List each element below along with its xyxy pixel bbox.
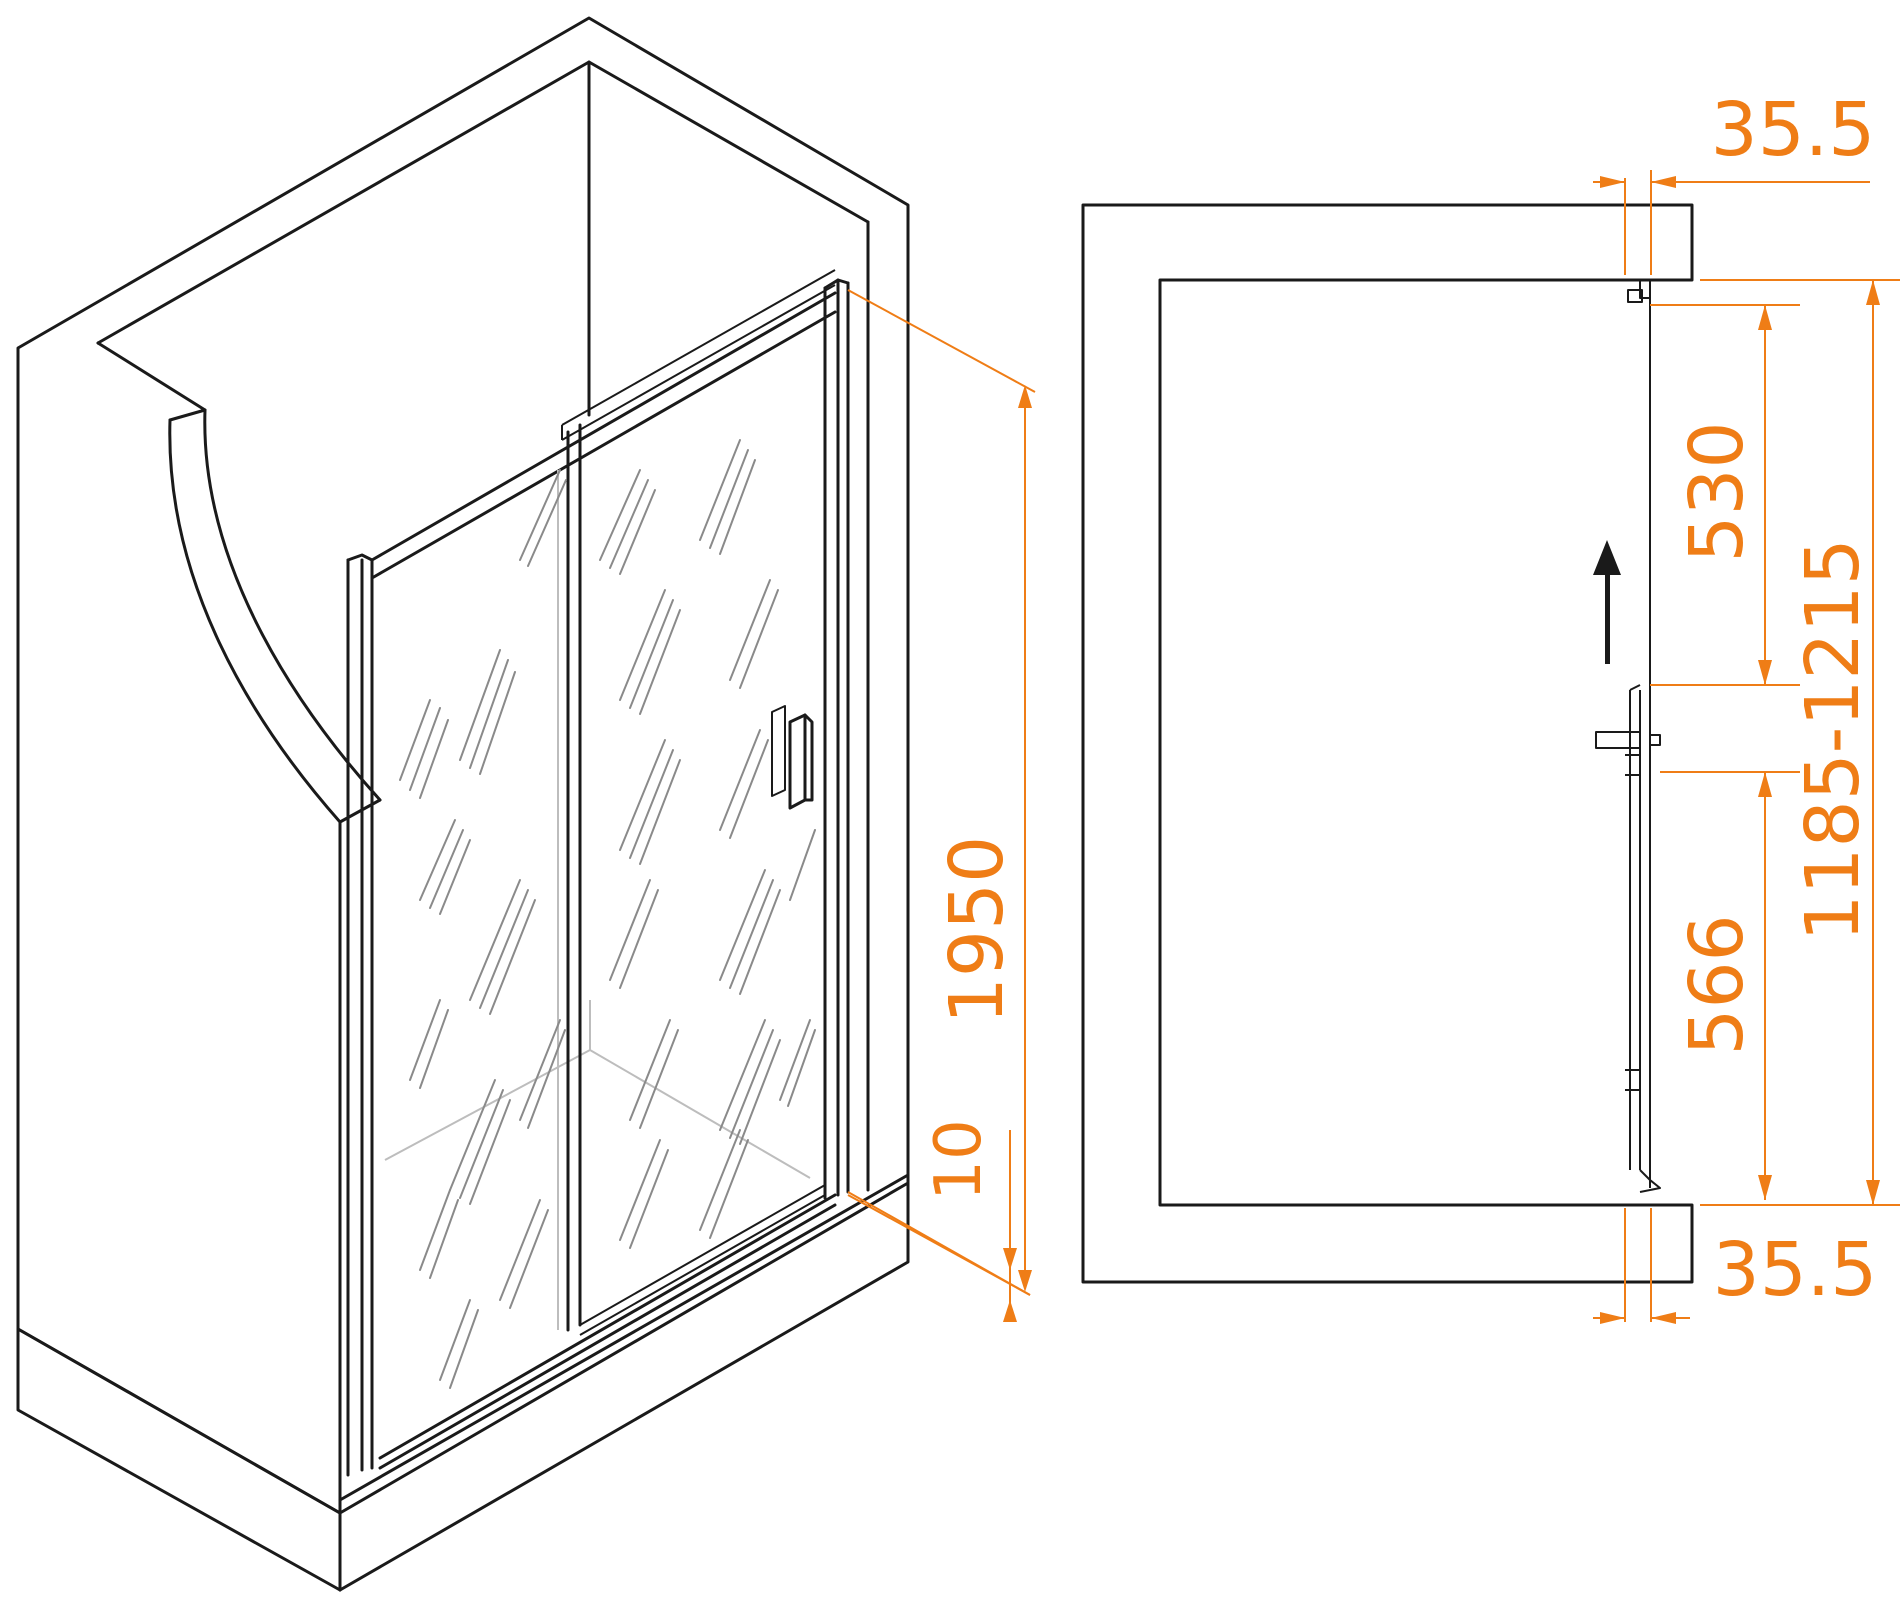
wall-top-label: 35.5 [1711,87,1876,173]
width-dimension [1700,279,1900,1206]
wall-bottom-label: 35.5 [1713,1227,1878,1313]
threshold-label: 10 [922,1119,996,1200]
height-label: 1950 [934,836,1020,1024]
door-handle[interactable] [771,705,814,810]
opening-top-label: 530 [1674,421,1760,562]
wall-bottom-dimension [1593,1208,1690,1324]
opening-bottom-label: 566 [1674,914,1760,1055]
door-profile [1595,280,1661,1193]
opening-bottom-dimension [1660,771,1800,1200]
width-label: 1185-1215 [1790,538,1876,941]
wall-top-dimension [1593,170,1870,275]
shower-tray [384,1000,811,1179]
plan-view: 35.5 35.5 530 566 [1081,87,1900,1324]
threshold-dimension [847,1130,1031,1322]
door-frame [346,269,850,1477]
glass-texture [399,439,816,1389]
arrow-up-icon [1593,540,1621,664]
isometric-view: 1950 10 [16,16,1036,1592]
opening-top-dimension [1650,304,1800,686]
